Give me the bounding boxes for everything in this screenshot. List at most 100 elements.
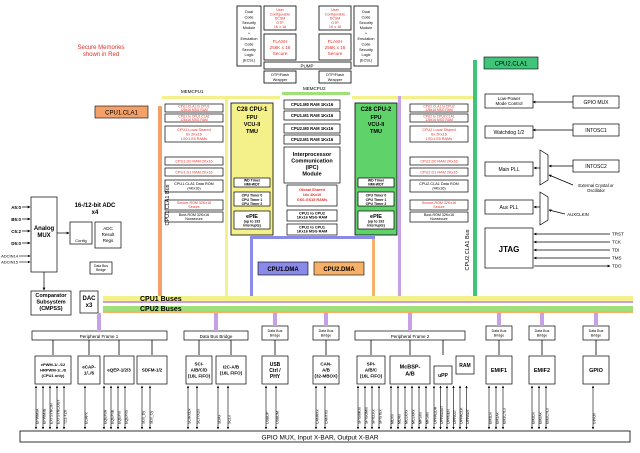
cla-data-rom — [164, 179, 224, 193]
d0-ram — [164, 156, 224, 166]
ram-box — [455, 355, 475, 375]
watchdog-label: Watchdog 1/2 — [494, 130, 525, 136]
dcsm-right-text: Code — [361, 15, 370, 19]
global-shared-text: Global Shared — [299, 188, 325, 192]
eqep-box — [103, 355, 135, 385]
usb-label: Ctrl / — [269, 368, 281, 374]
cpu-timer-text: CPU Timer 0 — [366, 194, 387, 198]
emif1-bridge-label: Data Bus — [492, 329, 507, 333]
dac-box — [79, 290, 99, 314]
frame1-label: Peripheral Frame 1 — [80, 334, 119, 339]
i2c-label: I2C-A/B — [223, 365, 240, 370]
aux-pll-label: Aux PLL — [500, 205, 519, 211]
core-feature: VCU-II — [368, 122, 385, 128]
can-label: (32-MBOX) — [314, 374, 338, 379]
pin-label: SPISIMOx — [358, 407, 362, 424]
clock-arrow — [548, 174, 574, 186]
adc-config-label: Config — [75, 238, 87, 243]
wrapper-left-text: Wrapper — [273, 78, 288, 82]
jtag-pin-label: TMS — [612, 256, 622, 261]
wrapper-right-text: OTP/Flash — [326, 73, 344, 77]
sdfm-label: SDFM-1/2 — [142, 368, 163, 373]
jtag-pin-label: TDI — [612, 248, 619, 253]
cla-to-cpu-msg-ram — [409, 103, 469, 113]
pin-label: SPICLKx — [372, 409, 376, 424]
cpu-timers-box — [233, 191, 271, 207]
pin-label: SDAx — [218, 415, 222, 424]
local-shared-text: 6x 2Kx16 — [431, 133, 447, 137]
cpu1-cla1-label: CPU1.CLA1 — [105, 111, 138, 117]
epie-box — [357, 210, 395, 230]
cpu1-buses-label: CPU1 Buses — [140, 296, 182, 303]
pin-label: EQEPxS — [125, 409, 129, 424]
pin-label: EQEPxA — [104, 409, 108, 424]
dcsm-right-label: DualCodeSecurityModule+EmulationCodeSecu… — [358, 10, 375, 63]
cpu2-vertical-bus — [398, 96, 401, 296]
spi-label: (16L FIFO) — [360, 374, 383, 379]
dcsm-right-text: Security — [359, 48, 373, 52]
dcsm-right-text: Dual — [362, 10, 370, 14]
dcsm-right-text: + — [365, 32, 368, 36]
pin-label: CANRXx — [316, 409, 320, 424]
global-shared-ram — [286, 184, 338, 207]
emif2-bridge-label: Data Bus — [535, 329, 550, 333]
eqep-label: eQEP-1/2/3 — [107, 368, 131, 373]
msg-1to2-text: 1Kx16 MSG RAM — [297, 216, 328, 220]
pin-label: USBDM — [276, 411, 280, 424]
adc-title: x4 — [92, 210, 99, 216]
m-ram-text: CPU2.M0 RAM 1Kx16 — [291, 126, 334, 131]
lpm-label: Mode Control — [495, 101, 522, 106]
pin-label: SDx_Dy — [142, 411, 146, 424]
pump-label: PUMP — [300, 64, 313, 69]
core-feature: TMU — [370, 129, 382, 135]
upp-box — [433, 365, 453, 385]
dcsm-right-text: Logic — [361, 53, 370, 57]
pin-label: CANTXx — [325, 410, 329, 424]
cpu1-buses-bar-accent — [103, 301, 633, 303]
i2c-box — [215, 355, 247, 385]
secure-note-line2: shown in Red — [83, 52, 119, 58]
epie-text: interrupts) — [243, 224, 261, 228]
core-name: C28 CPU-1 — [237, 107, 268, 113]
ecap-label: 1/../6 — [84, 371, 95, 376]
ipc-text: (IPC) — [306, 165, 319, 171]
pin-label: SCLx — [228, 415, 232, 424]
local-shared-text: CPU2 Local Shared — [422, 128, 456, 132]
mcbsp-label: McBSP- — [400, 364, 421, 370]
otp-right-text: DCSM — [330, 17, 341, 21]
memcpu1-bus-line-right — [352, 96, 473, 99]
otp-right-text: OTP — [331, 21, 339, 25]
wrapper-left-text: OTP/Flash — [271, 73, 289, 77]
m-ram-block — [283, 134, 341, 145]
secure-rom-text: Secure-ROM 32Kx16 — [422, 201, 456, 205]
flash-right-text: 256K x 16 — [325, 45, 346, 50]
pin-label: EM1Dx — [489, 412, 493, 424]
wd-timer-text: NMI-WDT — [244, 182, 260, 186]
pin-label: UPPAWT — [466, 408, 470, 424]
ecap-box — [77, 355, 101, 385]
emif1-box — [485, 355, 513, 385]
cpu1-cla1-bus-line — [158, 106, 162, 296]
wrapper-left — [263, 70, 297, 84]
epie-box — [233, 210, 271, 230]
local-shared-text: LS0-LS5 RAMs — [181, 137, 207, 141]
emif2-bridge-label: Bridge — [537, 334, 547, 338]
adcin-label: ADCIN14 — [1, 254, 19, 259]
cpu-to-cla-msg-ram — [164, 113, 224, 123]
secure-rom-text: Secure-ROM 32Kx16 — [177, 201, 211, 205]
analog-mux-label: Analog — [34, 226, 55, 232]
dcsm-left-text: (ECSL) — [243, 59, 256, 63]
spi-label: A/B/C — [365, 368, 378, 373]
epie-text: interrupts) — [367, 224, 385, 228]
bus-drop — [324, 313, 328, 326]
memcpu1-label: MEMCPU1 — [181, 89, 204, 94]
wd-timer-box — [233, 177, 271, 188]
adc-result-label: Regs — [103, 238, 114, 243]
sci-label: SCI- — [195, 362, 205, 367]
cpu1-cla1-bus-label: CPU1.CLA1 Bus — [165, 184, 171, 225]
flash-right-text: FLASH — [328, 39, 343, 44]
dcsm-left-text: Logic — [244, 53, 253, 57]
